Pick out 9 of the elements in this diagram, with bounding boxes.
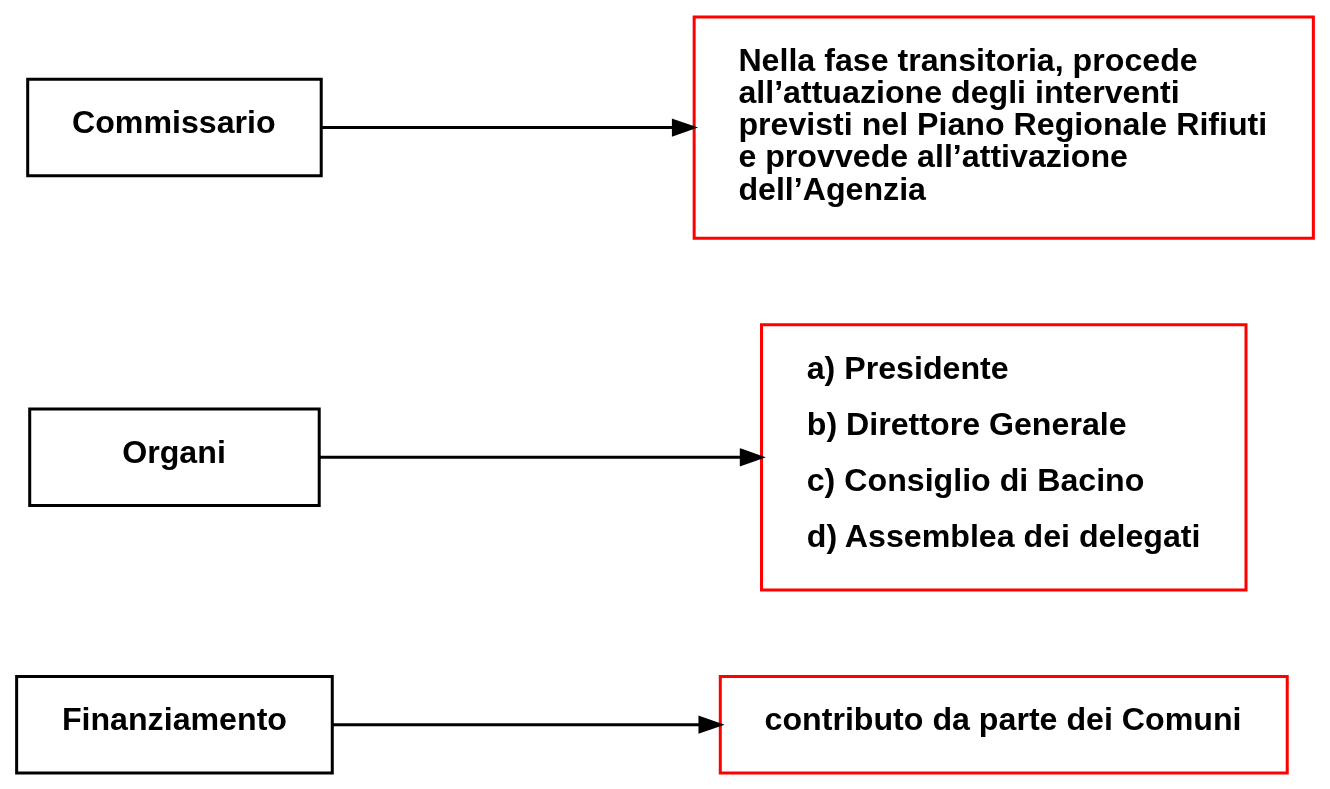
- node-box: Organi: [28, 407, 321, 507]
- node-box: contributo da parte dei Comuni: [718, 674, 1289, 774]
- arrow: [319, 447, 766, 466]
- node-box: a) Presidente b) Direttore Generale c) Consiglio di Bacino d) Assemblea dei delegati: [760, 322, 1248, 591]
- arrow: [332, 715, 725, 734]
- node-box: Commissario: [26, 77, 323, 177]
- node-box: Nella fase transitoria, procede all’attuazione degli interventi previsti nel Piano Regionale Rifiuti e provvede all’attivazione dell’Agenzia: [692, 15, 1315, 240]
- arrow: [322, 117, 699, 137]
- node-box: Finanziamento: [15, 674, 334, 774]
